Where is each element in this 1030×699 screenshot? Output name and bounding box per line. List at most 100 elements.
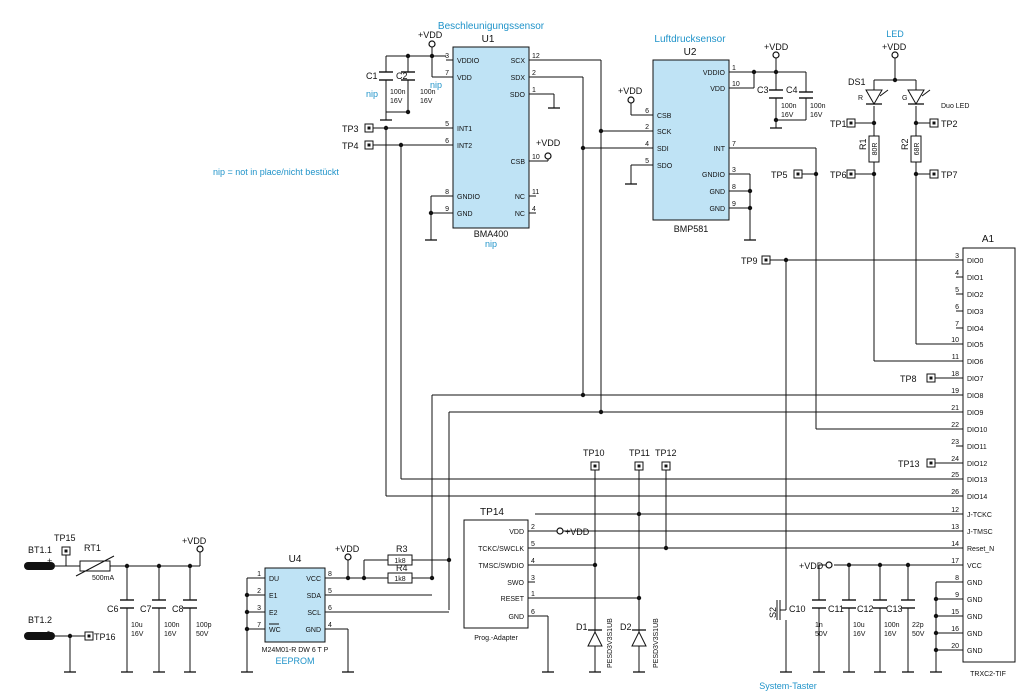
a1-module: A1 TRXC2-TIF 3DIO04DIO15DIO26DIO37DIO410…: [951, 234, 1016, 678]
u1-pin-name: VDD: [457, 75, 472, 82]
svg-text:TP16: TP16: [94, 632, 116, 642]
u2-pin-num: 10: [732, 81, 740, 88]
a1-pin-name: DIO6: [967, 359, 983, 366]
led-title: LED: [886, 29, 904, 39]
a1-pin-name: DIO9: [967, 410, 983, 417]
svg-text:nip: nip: [366, 89, 378, 99]
thermistor-rt1: RT1 500mA: [75, 543, 115, 582]
tp7[interactable]: TP7: [929, 169, 958, 180]
a1-pin-12: 12J-TCKC: [951, 507, 992, 519]
a1-pin-num: 26: [951, 489, 959, 496]
tp16[interactable]: TP16: [84, 631, 116, 642]
tp6[interactable]: TP6: [830, 169, 856, 180]
tp11[interactable]: TP11: [629, 448, 650, 471]
u1-pin-num: 1: [532, 87, 536, 94]
u4-pin-7: 7WC: [257, 622, 281, 634]
a1-pin-name: DIO1: [967, 275, 983, 282]
svg-text:TP13: TP13: [898, 459, 920, 469]
a1-pin-num: 20: [951, 643, 959, 650]
a1-pin-name: DIO13: [967, 477, 987, 484]
vdd-u2-csb: +VDD: [618, 86, 643, 104]
tp15[interactable]: TP15: [54, 533, 76, 556]
u1-pin-name: VDDIO: [457, 58, 480, 65]
u2-pin-num: 7: [732, 141, 736, 148]
tp3[interactable]: TP3: [342, 123, 374, 134]
a1-pin-name: GND: [967, 648, 983, 655]
svg-text:C12: C12: [857, 604, 874, 614]
u2-pin-num: 4: [645, 141, 649, 148]
tp5[interactable]: TP5: [771, 169, 803, 180]
tp14-body: [463, 519, 529, 629]
bt11-label: BT1.1: [28, 545, 52, 555]
u2-body: [652, 59, 730, 221]
u4-title: EEPROM: [275, 656, 314, 666]
a1-pin-num: 18: [951, 371, 959, 378]
u1-pin-4: 4NC: [515, 206, 536, 218]
vdd-led: +VDD: [882, 42, 907, 59]
svg-text:+VDD: +VDD: [764, 42, 789, 52]
svg-text:16V: 16V: [131, 631, 144, 638]
a1-pin-num: 9: [955, 592, 959, 599]
u4-pin-num: 3: [257, 605, 261, 612]
u4-pin-3: 3E2: [257, 605, 278, 617]
svg-text:C7: C7: [140, 604, 152, 614]
u2-pin-name: GND: [709, 206, 725, 213]
svg-text:16V: 16V: [390, 98, 403, 105]
a1-pin-name: DIO5: [967, 342, 983, 349]
tp4[interactable]: TP4: [342, 140, 374, 151]
svg-text:TP6: TP6: [830, 170, 847, 180]
a1-pin-num: 3: [955, 253, 959, 260]
battery: BT1.1 + BT1.2 -: [24, 545, 55, 640]
vdd-eeprom: +VDD: [335, 544, 360, 561]
tp14-pin-name: VDD: [509, 529, 524, 536]
svg-text:100n: 100n: [781, 103, 797, 110]
a1-pin-num: 24: [951, 456, 959, 463]
tp9[interactable]: TP9: [741, 255, 771, 266]
tp10[interactable]: TP10: [583, 448, 605, 471]
u1-pin-num: 5: [445, 121, 449, 128]
tp12[interactable]: TP12: [655, 448, 677, 471]
a1-pin-num: 4: [955, 270, 959, 277]
svg-text:+VDD: +VDD: [565, 527, 590, 537]
tp2[interactable]: TP2: [929, 118, 958, 129]
svg-text:+VDD: +VDD: [418, 30, 443, 40]
u1-pin-num: 8: [445, 189, 449, 196]
a1-pin-name: DIO7: [967, 376, 983, 383]
a1-pin-name: DIO10: [967, 427, 987, 434]
u1-pin-name: SDX: [511, 75, 526, 82]
tp13[interactable]: TP13: [898, 458, 936, 469]
u1-pin-num: 6: [445, 138, 449, 145]
u2-pin-name: VDDIO: [703, 70, 726, 77]
u4-pin-num: 8: [328, 571, 332, 578]
tp1[interactable]: TP1: [830, 118, 856, 129]
u1-body: [452, 46, 530, 229]
a1-pin-num: 14: [951, 541, 959, 548]
nip-note: nip = not in place/nicht bestückt: [213, 167, 339, 177]
tp8[interactable]: TP8: [900, 373, 936, 384]
u4-pin-num: 6: [328, 605, 332, 612]
switch-s2[interactable]: S2 System-Taster: [759, 600, 817, 691]
u2-pin-name: SDI: [657, 146, 669, 153]
u2-pin-name: CSB: [657, 113, 672, 120]
